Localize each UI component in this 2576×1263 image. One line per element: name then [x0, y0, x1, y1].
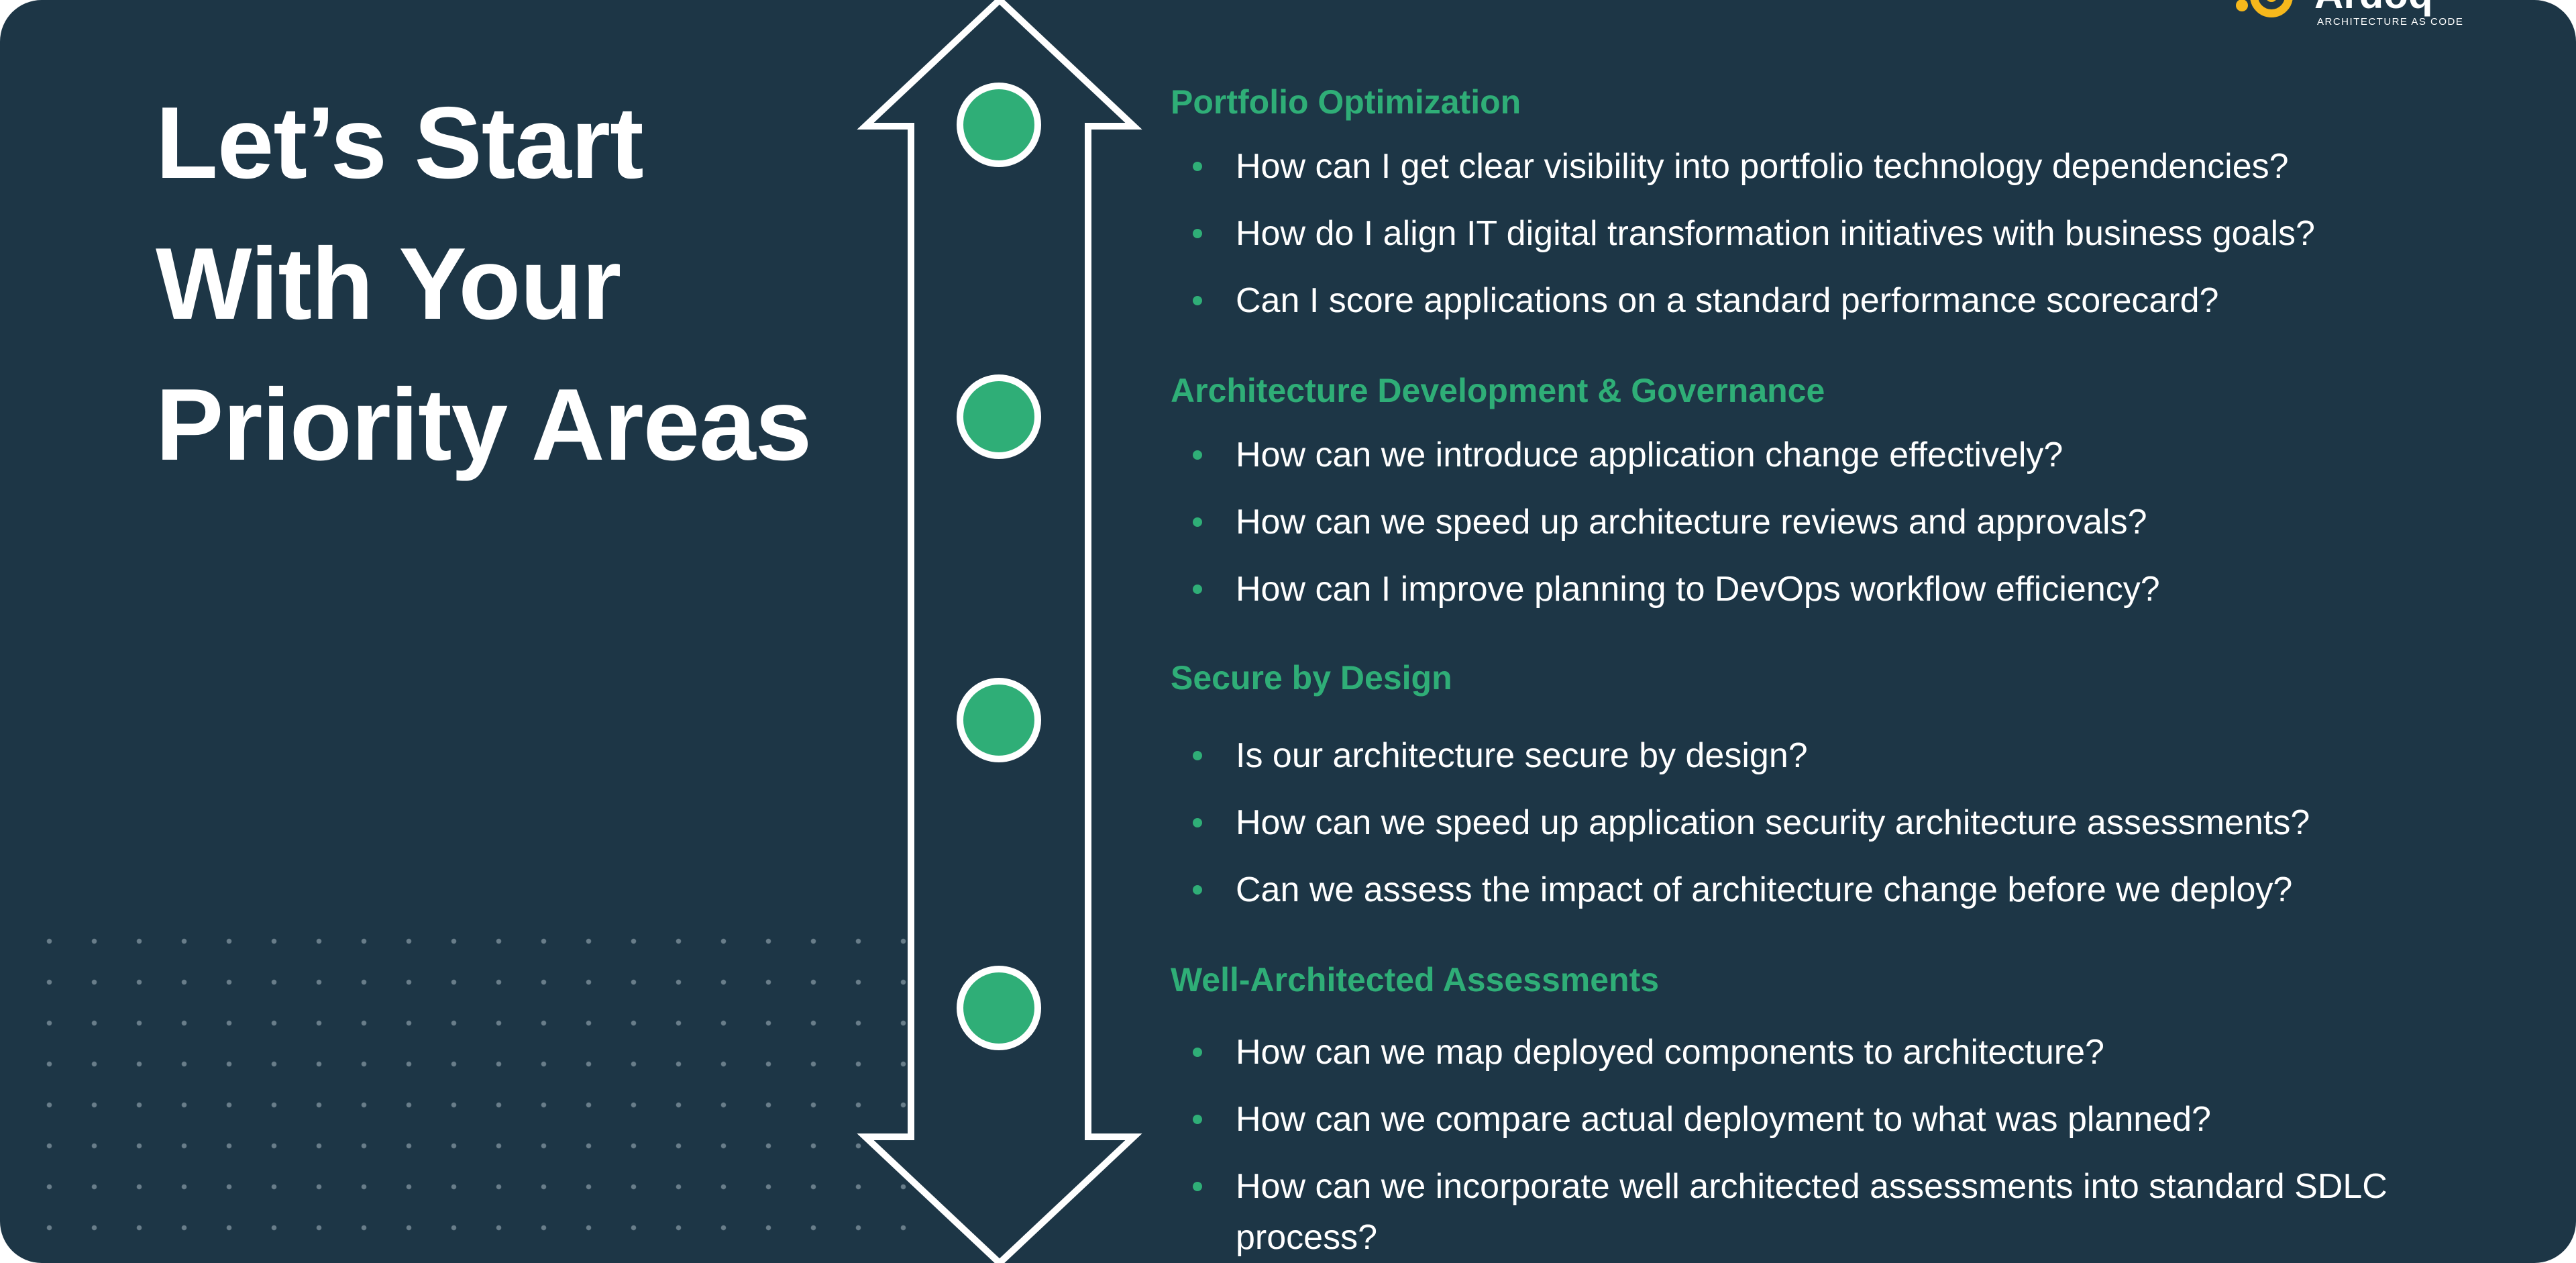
question-item: How can we compare actual deployment to … [1193, 1094, 2510, 1145]
question-text: How can I get clear visibility into port… [1236, 147, 2289, 186]
question-item: How can we speed up application security… [1193, 797, 2510, 848]
bullet-icon [1193, 1048, 1202, 1057]
question-text: How can we compare actual deployment to … [1236, 1100, 2211, 1139]
question-item: Is our architecture secure by design? [1193, 730, 2510, 781]
question-text: How can we incorporate well architected … [1236, 1167, 2387, 1257]
logo-tagline: ARCHITECTURE AS CODE [2317, 16, 2464, 28]
bullet-icon [1193, 229, 1202, 238]
section-title-portfolio-optimization: Portfolio Optimization [1171, 83, 1521, 121]
logo-icon [2236, 0, 2293, 17]
bullet-icon [1193, 296, 1202, 305]
question-text: Is our architecture secure by design? [1236, 736, 1808, 775]
question-item: Can we assess the impact of architecture… [1193, 864, 2510, 915]
question-text: How can we speed up application security… [1236, 803, 2310, 842]
question-item: How can we introduce application change … [1193, 430, 2510, 481]
question-text: Can we assess the impact of architecture… [1236, 870, 2293, 909]
question-text: Can I score applications on a standard p… [1236, 281, 2219, 320]
bullet-icon [1193, 751, 1202, 760]
timeline-dot-icon [957, 374, 1041, 459]
brand-logo: Ardoq ARCHITECTURE AS CODE [2234, 0, 2542, 34]
question-item: How can we speed up architecture reviews… [1193, 497, 2510, 548]
timeline-dot-icon [957, 678, 1041, 762]
bullet-icon [1193, 885, 1202, 895]
question-item: How can I get clear visibility into port… [1193, 141, 2510, 192]
bullet-icon [1193, 818, 1202, 827]
question-item: How can I improve planning to DevOps wor… [1193, 564, 2510, 615]
question-item: Can I score applications on a standard p… [1193, 275, 2510, 326]
bullet-icon [1193, 450, 1202, 460]
timeline-dot-icon [957, 83, 1041, 167]
section-title-well-architected: Well-Architected Assessments [1171, 961, 1660, 999]
question-text: How do I align IT digital transformation… [1236, 214, 2315, 253]
question-item: How can we map deployed components to ar… [1193, 1027, 2510, 1078]
question-text: How can I improve planning to DevOps wor… [1236, 570, 2160, 609]
section-title-secure-by-design: Secure by Design [1171, 659, 1452, 697]
slide-headline: Let’s Start With Your Priority Areas [156, 86, 812, 482]
bullet-icon [1193, 1115, 1202, 1124]
logo-name: Ardoq [2314, 0, 2433, 15]
bullet-icon [1193, 585, 1202, 594]
section-title-architecture-development: Architecture Development & Governance [1171, 372, 1825, 409]
bullet-icon [1193, 162, 1202, 171]
question-item: How can we incorporate well architected … [1193, 1161, 2510, 1263]
question-text: How can we speed up architecture reviews… [1236, 503, 2147, 542]
question-text: How can we map deployed components to ar… [1236, 1033, 2104, 1072]
timeline-dot-icon [957, 966, 1041, 1050]
dot-grid-pattern [27, 921, 912, 1263]
bullet-icon [1193, 1182, 1202, 1191]
double-arrow-icon [857, 0, 1142, 1263]
bullet-icon [1193, 517, 1202, 527]
question-item: How do I align IT digital transformation… [1193, 208, 2510, 259]
question-text: How can we introduce application change … [1236, 436, 2063, 474]
